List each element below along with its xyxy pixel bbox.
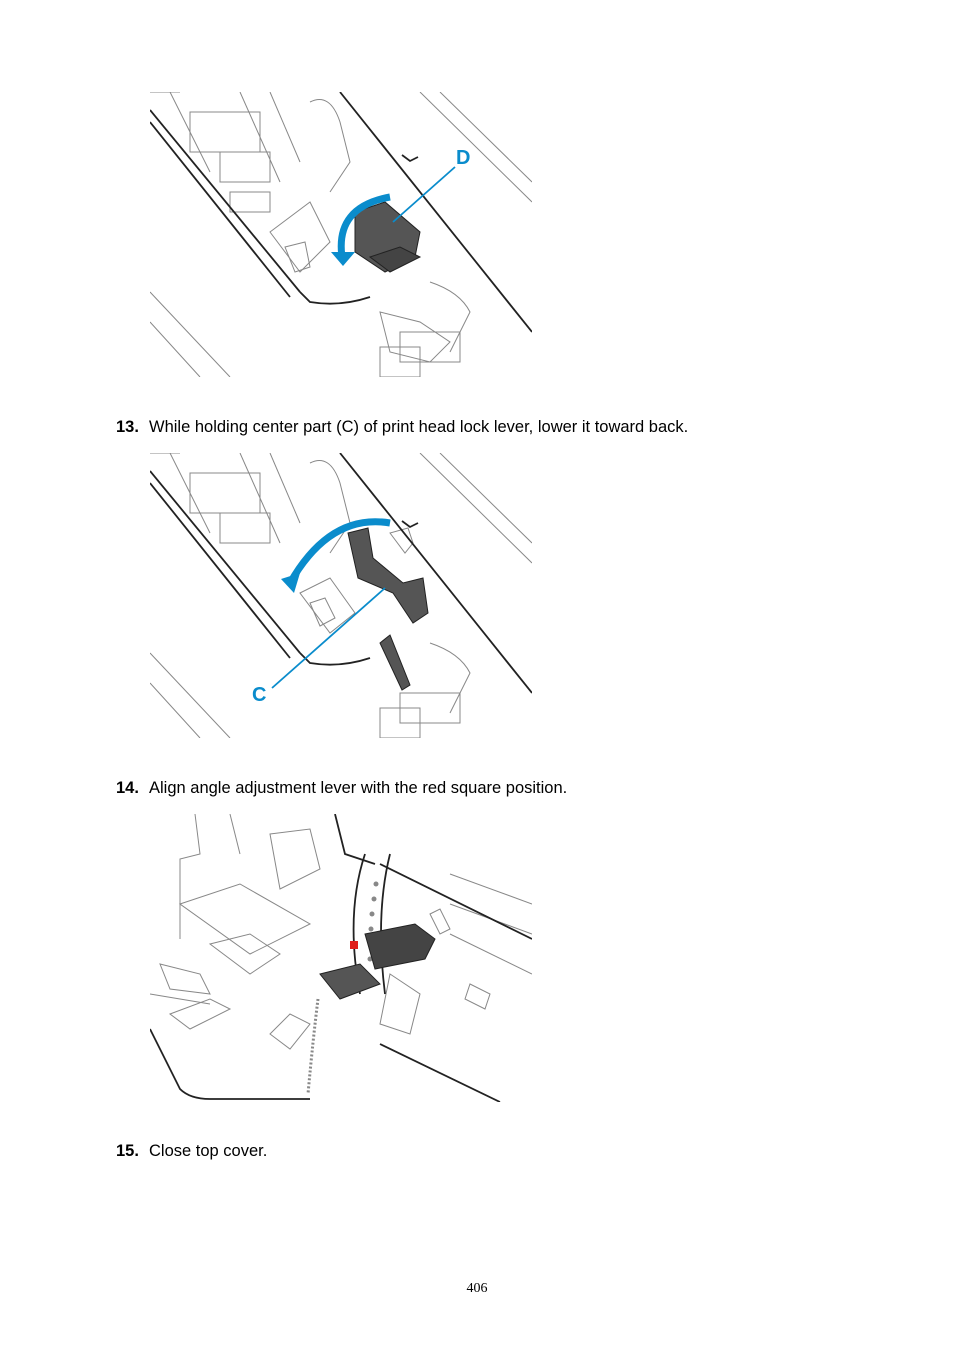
illustration-lever-c-drawing: C — [150, 453, 532, 738]
step-number: 15. — [116, 1142, 139, 1160]
illustration-lever-c: C — [150, 453, 532, 738]
step-number: 13. — [116, 418, 139, 436]
illustration-angle-lever — [150, 814, 532, 1102]
step-14: 14. Align angle adjustment lever with the… — [116, 778, 567, 798]
step-13: 13. While holding center part (C) of prin… — [116, 417, 688, 437]
callout-c-label: C — [252, 684, 266, 706]
step-text: Align angle adjustment lever with the re… — [149, 779, 568, 797]
step-text: While holding center part (C) of print h… — [149, 418, 689, 436]
step-15: 15. Close top cover. — [116, 1141, 267, 1161]
page-number: 406 — [466, 1281, 488, 1296]
callout-d-label: D — [456, 147, 470, 169]
step-number: 14. — [116, 779, 139, 797]
illustration-angle-lever-drawing — [150, 814, 532, 1102]
step-text: Close top cover. — [149, 1142, 268, 1160]
illustration-lever-d: D — [150, 92, 532, 377]
red-square-marker — [350, 941, 358, 949]
illustration-lever-d-drawing: D — [150, 92, 532, 377]
